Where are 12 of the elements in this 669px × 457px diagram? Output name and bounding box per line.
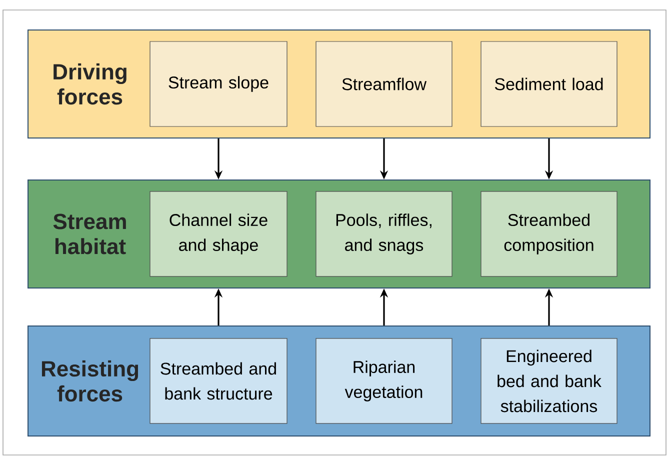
factor-box: Engineered bed and bank stabilizations bbox=[480, 338, 618, 424]
factor-box: Channel size and shape bbox=[150, 191, 288, 277]
factor-box: Sediment load bbox=[480, 41, 618, 127]
band-heading: Stream habitat bbox=[53, 214, 126, 254]
factor-box: Stream slope bbox=[150, 41, 288, 127]
band-heading: Resisting forces bbox=[42, 360, 138, 402]
factor-box: Streambed composition bbox=[480, 191, 618, 277]
factor-box: Streambed and bank structure bbox=[150, 338, 288, 424]
band-heading: Driving forces bbox=[54, 63, 126, 105]
factor-box: Pools, riffles, and snags bbox=[316, 191, 452, 277]
factor-box: Riparian vegetation bbox=[316, 338, 452, 424]
factor-box: Streamflow bbox=[316, 41, 452, 127]
